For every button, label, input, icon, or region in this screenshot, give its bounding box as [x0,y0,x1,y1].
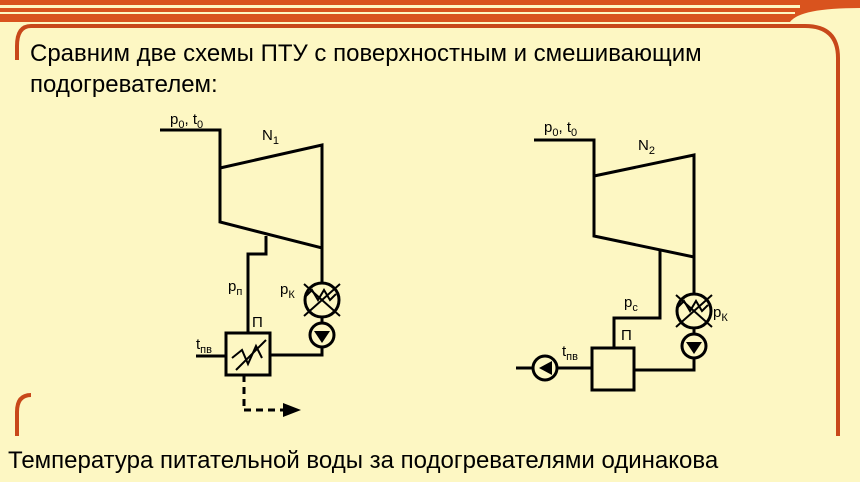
extraction-line-1 [246,236,268,333]
heading-line-1: Сравним две схемы ПТУ с поверхностным и … [30,40,702,67]
footer-note: Температура питательной воды за подогрев… [8,447,719,474]
surface-heater-icon [231,343,263,367]
steam-params-1: p0, t0 [170,111,203,131]
extraction-line-2 [612,249,662,348]
pump-1-triangle-icon [314,331,330,343]
condenser-pressure-1-label: pК [280,281,295,301]
steam-params-2: p0, t0 [544,119,577,139]
feedwater-temp-1-label: tпв [196,336,212,356]
turbine-1-power-label: N1 [262,127,279,147]
steam-inlet-line [160,128,222,168]
surface-heater [224,331,272,377]
pump-1-outlet-line [270,347,324,357]
extraction-pressure-1-label: pп [228,278,242,298]
frame-left-edge [15,24,32,60]
frame-border [15,24,840,436]
feed-pump-triangle-icon [539,361,552,375]
steam-inlet-line-2 [534,138,596,176]
surface-heater-diagonal [235,339,267,371]
heater-2-label: П [621,327,632,344]
mixing-heater-icon [590,346,636,392]
heading: Сравним две схемы ПТУ с поверхностным и … [30,38,830,100]
turbine-2-power-label: N2 [638,137,655,157]
top-band-stripe-2 [0,12,795,14]
pump-2-triangle-icon [686,342,702,354]
dashed-arrow-icon [283,403,301,417]
heading-line-2: подогревателем: [30,71,218,98]
condenser-1-mark [303,283,341,317]
feedwater-temp-2-label: tпв [562,343,578,363]
extraction-pressure-2-label: pс [624,294,638,314]
pump-2-outlet-line [634,358,696,372]
feed-pump [531,354,559,382]
condenser-2-mark [675,294,713,328]
condenser-pressure-2-label: pК [713,304,728,324]
heater-1-label: П [252,314,263,331]
turbine-2-body [592,153,696,259]
top-band-stripe-1 [0,5,800,8]
